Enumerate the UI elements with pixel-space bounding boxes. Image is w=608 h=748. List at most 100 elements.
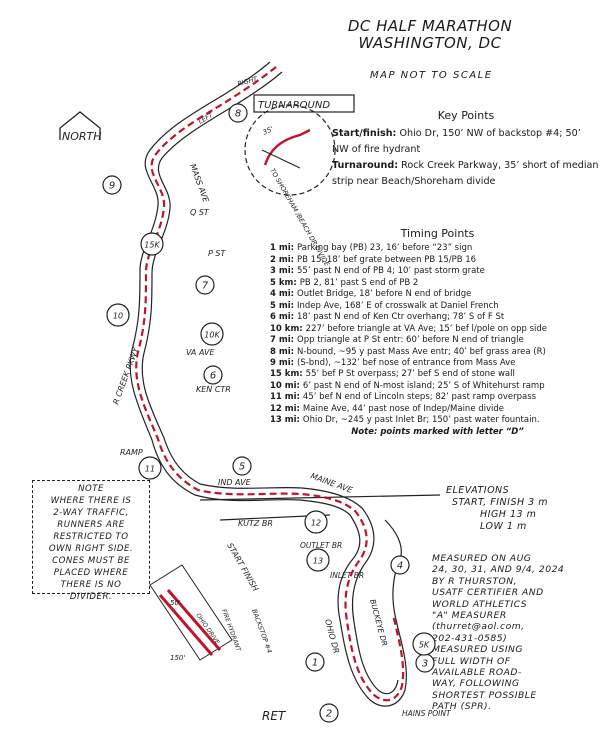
svg-text:8: 8 [235, 109, 241, 120]
label-hydrant: FIRE HYDRANT [220, 608, 242, 653]
race-route [135, 66, 405, 702]
svg-text:9: 9 [109, 181, 115, 192]
svg-text:5: 5 [239, 462, 245, 473]
timing-text: Maine Ave, 44’ past nose of Indep/Maine … [302, 403, 505, 414]
svg-text:12: 12 [311, 519, 321, 528]
text-line: WAY, FOLLOWING [432, 678, 520, 690]
timing-label: 4 mi: [270, 289, 298, 300]
text-line: BY R THURSTON, [432, 575, 518, 587]
marker-2: 2 [319, 703, 339, 723]
label-ohio: OHIO DR [323, 618, 341, 654]
timing-text: 6’ past N end of N-most island; 25’ S of… [302, 380, 545, 391]
label-sf-50: 50' [170, 599, 181, 607]
text-line: OWN RIGHT SIDE. [48, 544, 134, 554]
timing-label: 3 mi: [270, 266, 298, 277]
turnaround-box [253, 94, 355, 113]
timing-point: 6 mi: 18’ past N end of Ken Ctr overhang… [270, 312, 605, 323]
svg-text:6: 6 [210, 371, 216, 382]
marker-5k: 5K [412, 632, 436, 656]
timing-text: Ohio Dr, ~245 y past Inlet Br; 150’ past… [302, 415, 540, 426]
timing-text: 227’ before triangle at VA Ave; 15’ bef … [305, 323, 548, 334]
text-line: 202-431-0585) [432, 632, 508, 644]
marker-10k: 10K [200, 322, 224, 346]
timing-point: 10 mi: 6’ past N end of N-most island; 2… [270, 381, 605, 392]
turnaround-inset [244, 104, 336, 196]
svg-text:4: 4 [397, 561, 403, 572]
text-line: RUNNERS ARE [57, 520, 125, 530]
timing-point: 4 mi: Outlet Bridge, 18’ before N end of… [270, 289, 605, 300]
title-line-2: WASHINGTON, DC [358, 34, 502, 52]
timing-heading: Timing Points [400, 227, 475, 240]
timing-point: 15 km: 55’ bef P St overpass; 27’ bef S … [270, 369, 605, 380]
timing-note: Note: points marked with letter “D” [351, 426, 524, 437]
timing-label: 11 mi: [270, 392, 303, 403]
timing-label: 6 mi: [270, 312, 298, 323]
label-right: RIGHT [236, 75, 259, 88]
timing-text: PB 2, 81’ past S end of PB 2 [299, 277, 419, 288]
elevations: ELEVATIONS START, FINISH 3 m HIGH 13 m L… [440, 485, 548, 533]
timing-point: 2 mi: PB 15, 18’ bef grate between PB 15… [270, 255, 605, 266]
text-line: THERE IS NO [60, 580, 122, 590]
north-arrow [59, 111, 101, 140]
start-finish-inset [149, 564, 233, 661]
timing-list: 1 mi: Parking bay (PB) 23, 16’ before “2… [270, 243, 605, 426]
label-va-ave: VA AVE [186, 348, 215, 357]
key-points-heading: Key Points [437, 109, 495, 122]
label-inlet: INLET BR [330, 571, 364, 580]
label-ramp: RAMP [120, 448, 143, 457]
text-line: MEASURED ON AUG [432, 553, 532, 564]
timing-label: 1 mi: [270, 243, 298, 254]
timing-text: Indep Ave, 168’ E of crosswalk at Daniel… [297, 300, 499, 311]
text-line: USATF CERTIFIER AND [432, 587, 544, 599]
start-label: Start/finish: [332, 128, 397, 139]
marker-9: 9 [102, 175, 122, 195]
elevation-high: HIGH 13 m [480, 509, 537, 520]
timing-label: 5 mi: [270, 300, 298, 311]
title-line-1: DC HALF MARATHON [347, 17, 513, 35]
north-label: NORTH [62, 130, 102, 143]
timing-point: 13 mi: Ohio Dr, ~245 y past Inlet Br; 15… [270, 415, 605, 426]
label-maine: MAINE AVE [309, 471, 354, 495]
label-q-st: Q ST [190, 208, 210, 217]
text-line: PLACED WHERE [53, 568, 129, 578]
timing-points: Timing Points 1 mi: Parking bay (PB) 23,… [270, 228, 605, 438]
timing-text: 18’ past N end of Ken Ctr overhang; 78’ … [297, 312, 505, 323]
key-points: Key Points Start/finish: Ohio Dr, 150’ N… [332, 108, 600, 190]
text-line: PATH (SPR). [432, 701, 492, 713]
svg-text:11: 11 [145, 465, 155, 474]
marker-5: 5 [232, 456, 252, 476]
label-sf-35: 35' [261, 125, 274, 137]
timing-label: 7 mi: [270, 335, 298, 346]
marker-7: 7 [195, 275, 215, 295]
marker-13: 13 [306, 548, 330, 572]
svg-text:15K: 15K [144, 241, 160, 250]
timing-label: 12 mi: [270, 403, 303, 414]
text-line: WORLD ATHLETICS [432, 598, 528, 610]
timing-point: 7 mi: Opp triangle at P St entr: 60’ bef… [270, 335, 605, 346]
svg-text:2: 2 [326, 709, 332, 720]
marker-4: 4 [390, 555, 410, 575]
timing-label: 15 km: [270, 369, 306, 380]
timing-text: (S-bnd), ~132’ bef nose of entrance from… [297, 357, 516, 368]
timing-point: 10 km: 227’ before triangle at VA Ave; 1… [270, 324, 605, 335]
text-line: WHERE THERE IS [50, 496, 132, 506]
marker-3: 3 [415, 653, 435, 673]
label-buckeye: BUCKEYE DR [368, 598, 389, 647]
label-turnaround: TURNAROUND [258, 100, 330, 111]
timing-text: PB 15, 18’ bef grate between PB 15/PB 16 [297, 254, 477, 265]
turnaround-label: Turnaround: [332, 160, 399, 171]
marker-11: 11 [138, 456, 162, 480]
timing-label: 13 mi: [270, 415, 303, 426]
timing-label: 10 mi: [270, 380, 303, 391]
text-line: DIVIDER. [69, 592, 113, 602]
text-line: 2-WAY TRAFFIC, [53, 508, 129, 518]
timing-text: 45’ bef N end of Lincoln steps; 82’ past… [302, 392, 537, 403]
svg-text:1: 1 [312, 658, 318, 669]
timing-text: Parking bay (PB) 23, 16’ before “23” sig… [297, 243, 473, 254]
text-line: "A" MEASURER [432, 610, 507, 622]
marker-1: 1 [305, 652, 325, 672]
label-ret: RET [262, 709, 287, 723]
timing-text: Outlet Bridge, 18’ before N end of bridg… [297, 289, 472, 300]
